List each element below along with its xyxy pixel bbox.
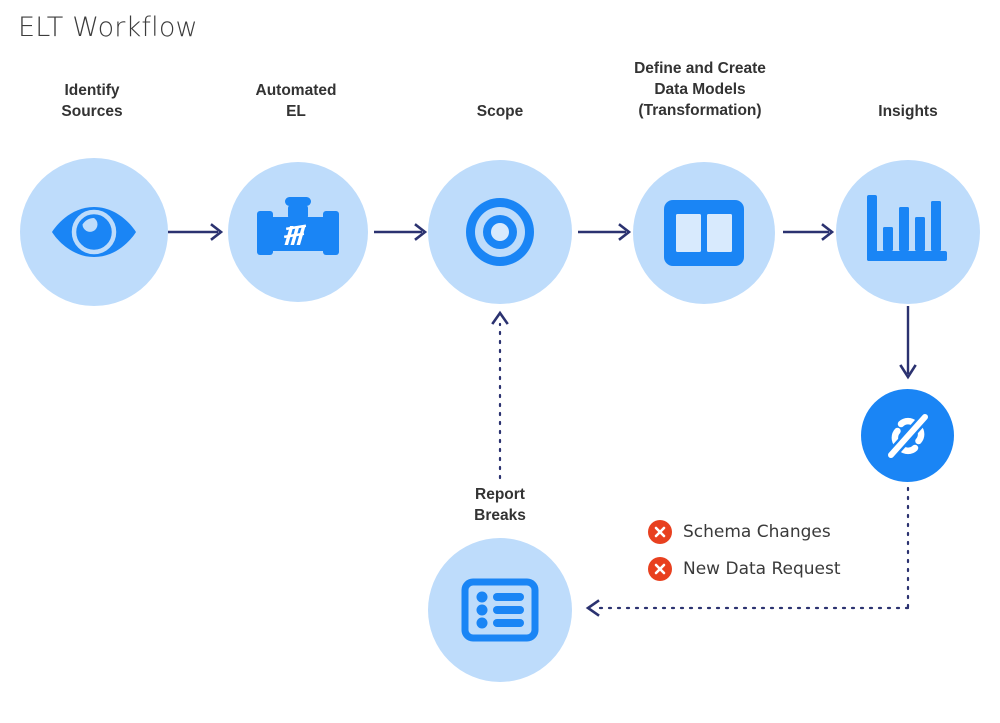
error-x-icon	[648, 520, 672, 544]
dotted-arrow-break-to-report	[585, 480, 915, 620]
pipeline-valve-icon	[257, 193, 339, 271]
broken-link-icon	[880, 408, 936, 464]
legend-label-schema-changes: Schema Changes	[683, 522, 831, 542]
legend-item-schema-changes: Schema Changes	[648, 520, 831, 544]
report-breaks-bubble[interactable]	[428, 538, 572, 682]
arrow-scope-to-models	[578, 222, 638, 242]
step-label-scope: Scope	[476, 103, 524, 120]
step-label-automated-el: Automated EL	[255, 82, 337, 120]
legend-item-new-data-request: New Data Request	[648, 557, 841, 581]
arrow-models-to-insights	[783, 222, 841, 242]
step-bubble-identify-sources[interactable]	[20, 158, 168, 306]
report-breaks-label: Report Breaks	[474, 486, 526, 524]
arrow-automated-to-scope	[374, 222, 434, 242]
step-bubble-scope[interactable]	[428, 160, 572, 304]
report-list-icon	[461, 578, 539, 642]
step-bubble-insights[interactable]	[836, 160, 980, 304]
target-icon	[461, 193, 539, 271]
step-label-data-models: Define and Create Data Models (Transform…	[634, 60, 766, 119]
error-x-icon	[648, 557, 672, 581]
dotted-arrow-report-to-scope	[490, 310, 510, 480]
page-title: ELT Workflow	[18, 12, 198, 43]
legend-label-new-data-request: New Data Request	[683, 559, 841, 579]
step-label-identify-sources: Identify Sources	[61, 82, 123, 120]
eye-icon	[51, 201, 137, 263]
data-models-icon	[664, 200, 744, 266]
step-bubble-automated-el[interactable]	[228, 162, 368, 302]
step-bubble-data-models[interactable]	[633, 162, 775, 304]
step-label-insights: Insights	[878, 103, 938, 120]
arrow-identify-to-automated	[168, 222, 230, 242]
bar-chart-icon	[867, 195, 949, 269]
broken-link-bubble[interactable]	[861, 389, 954, 482]
arrow-insights-to-break	[898, 306, 918, 384]
